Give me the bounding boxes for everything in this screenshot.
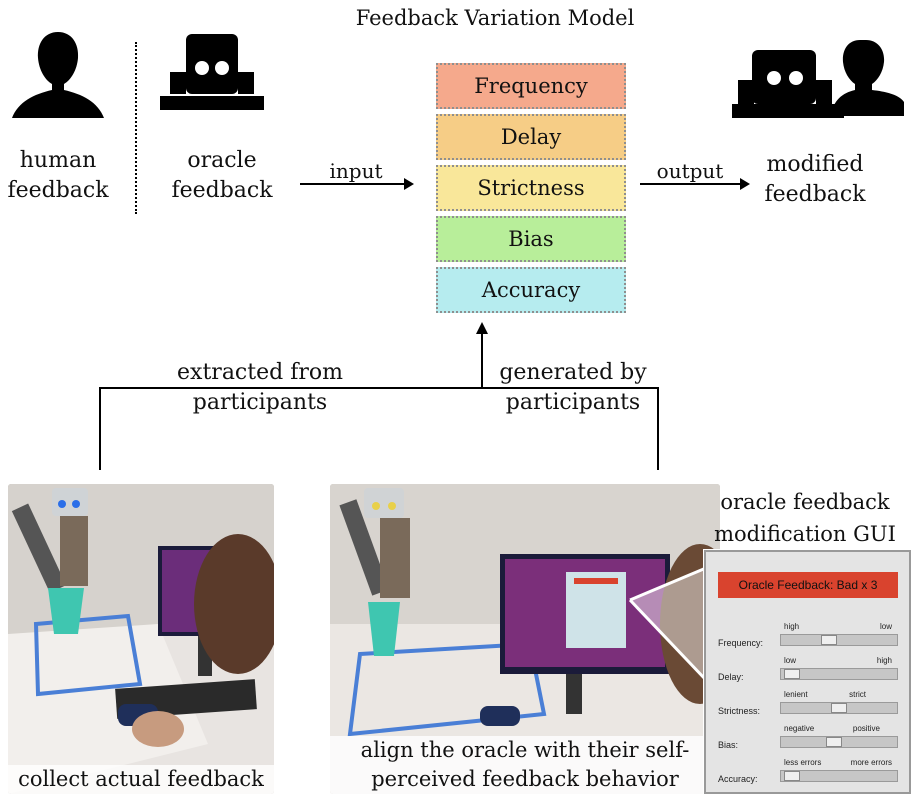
caption-left: collect actual feedback [8, 765, 274, 794]
slider-label: Delay: [718, 672, 744, 682]
caption-right: align the oracle with their self- percei… [330, 736, 720, 794]
output-label: output [656, 159, 724, 183]
robot-icon [160, 34, 264, 110]
slider-min-label: less errors [784, 758, 822, 767]
slider-thumb[interactable] [784, 771, 800, 781]
gui-title: Oracle Feedback: Bad x 3 [718, 572, 898, 598]
slider-thumb[interactable] [821, 635, 837, 645]
factor-bias: Bias [436, 216, 626, 262]
photo-collect-feedback: collect actual feedback [8, 484, 274, 794]
model-title: Feedback Variation Model [355, 6, 635, 30]
slider-max-label: positive [852, 724, 880, 733]
accuracy-slider[interactable] [780, 770, 898, 782]
slider-thumb[interactable] [826, 737, 842, 747]
slider-row-frequency: Frequency: high low [706, 620, 909, 654]
factor-accuracy: Accuracy [436, 267, 626, 313]
oracle-feedback-label: oracle feedback [171, 148, 273, 203]
slider-min-label: lenient [784, 690, 808, 699]
delay-slider[interactable] [780, 668, 898, 680]
factor-frequency: Frequency [436, 63, 626, 109]
slider-max-label: more errors [850, 758, 892, 767]
slider-thumb[interactable] [784, 669, 800, 679]
slider-thumb[interactable] [831, 703, 847, 713]
oracle-feedback-gui: Oracle Feedback: Bad x 3 Frequency: high… [704, 550, 911, 794]
extracted-label: extracted from participants [177, 360, 343, 415]
frequency-slider[interactable] [780, 634, 898, 646]
strictness-slider[interactable] [780, 702, 898, 714]
slider-min-label: high [784, 622, 800, 631]
input-arrow [300, 178, 414, 190]
slider-label: Frequency: [718, 638, 764, 648]
slider-label: Strictness: [718, 706, 761, 716]
slider-min-label: negative [784, 724, 815, 733]
factor-strictness: Strictness [436, 165, 626, 211]
slider-row-accuracy: Accuracy: less errors more errors [706, 756, 909, 790]
gui-callout [628, 566, 708, 682]
slider-label: Accuracy: [718, 774, 758, 784]
slider-max-label: low [879, 622, 892, 631]
slider-max-label: strict [849, 690, 866, 699]
branch-connector [99, 322, 659, 470]
bias-slider[interactable] [780, 736, 898, 748]
slider-row-strictness: Strictness: lenient strict [706, 688, 909, 722]
separator-dotted [135, 42, 137, 214]
human-icon [12, 32, 104, 118]
slider-max-label: high [876, 656, 892, 665]
slider-label: Bias: [718, 740, 739, 750]
human-feedback-label: human feedback [7, 148, 109, 203]
gui-heading: oracle feedback modification GUI [714, 490, 896, 546]
lab-scene-left-image [8, 484, 274, 794]
robot-human-icon [732, 40, 904, 118]
output-arrow [640, 178, 750, 190]
modified-feedback-label: modified feedback [764, 152, 866, 207]
generated-label: generated by participants [499, 360, 647, 415]
slider-row-bias: Bias: negative positive [706, 722, 909, 756]
slider-min-label: low [784, 656, 797, 665]
slider-row-delay: Delay: low high [706, 654, 909, 688]
factor-delay: Delay [436, 114, 626, 160]
input-label: input [329, 159, 383, 183]
